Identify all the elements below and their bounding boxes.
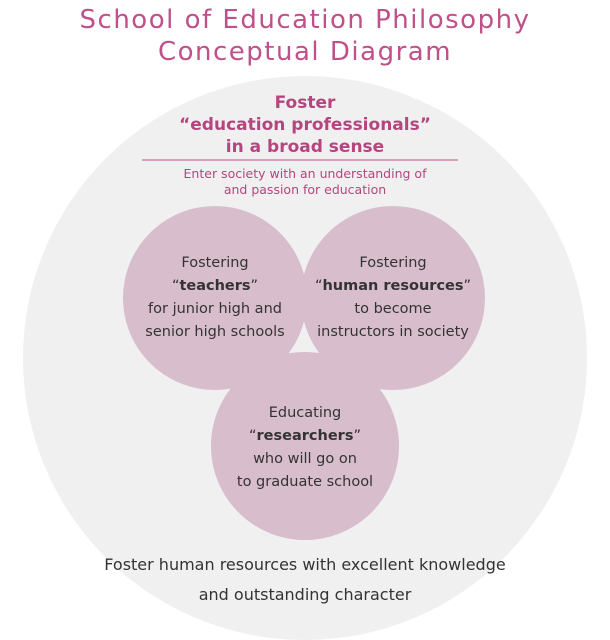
human-resources-line1: Fostering	[359, 255, 427, 271]
teachers-line2: “teachers”	[171, 278, 259, 294]
outer-heading-line1: Foster	[274, 93, 336, 113]
outer-heading-line3: in a broad sense	[225, 137, 385, 157]
outer-sub-line2: and passion for education	[223, 182, 387, 197]
human-resources-line4: instructors in society	[317, 324, 469, 340]
teachers-circle	[123, 206, 307, 390]
human-resources-line3: to become	[354, 301, 432, 317]
researchers-circle	[211, 352, 399, 540]
human-resources-keyword: human resources	[322, 278, 464, 294]
human-resources-circle-text: Fostering “human resources” to become in…	[293, 252, 493, 344]
bottom-line2: and outstanding character	[198, 585, 412, 604]
researchers-line2: “researchers”	[249, 428, 361, 444]
teachers-circle-text: Fostering “teachers” for junior high and…	[115, 252, 315, 344]
teachers-keyword: teachers	[179, 278, 251, 294]
diagram-title-line2: Conceptual Diagram	[157, 37, 453, 67]
teachers-line1: Fostering	[181, 255, 249, 271]
researchers-circle-text: Educating “researchers” who will go on t…	[205, 402, 405, 494]
diagram-title-line1: School of Education Philosophy	[79, 5, 531, 35]
researchers-keyword: researchers	[256, 428, 354, 444]
outer-heading-line2: “education professionals”	[179, 115, 431, 135]
teachers-line4: senior high schools	[145, 324, 285, 340]
researchers-line4: to graduate school	[236, 474, 374, 490]
teachers-line3: for junior high and	[148, 301, 282, 317]
researchers-line1: Educating	[268, 405, 342, 421]
outer-sub-line1: Enter society with an understanding of	[183, 166, 427, 181]
human-resources-line2: “human resources”	[314, 278, 472, 294]
human-resources-circle	[301, 206, 485, 390]
bottom-line1: Foster human resources with excellent kn…	[104, 555, 506, 574]
researchers-line3: who will go on	[253, 451, 357, 467]
